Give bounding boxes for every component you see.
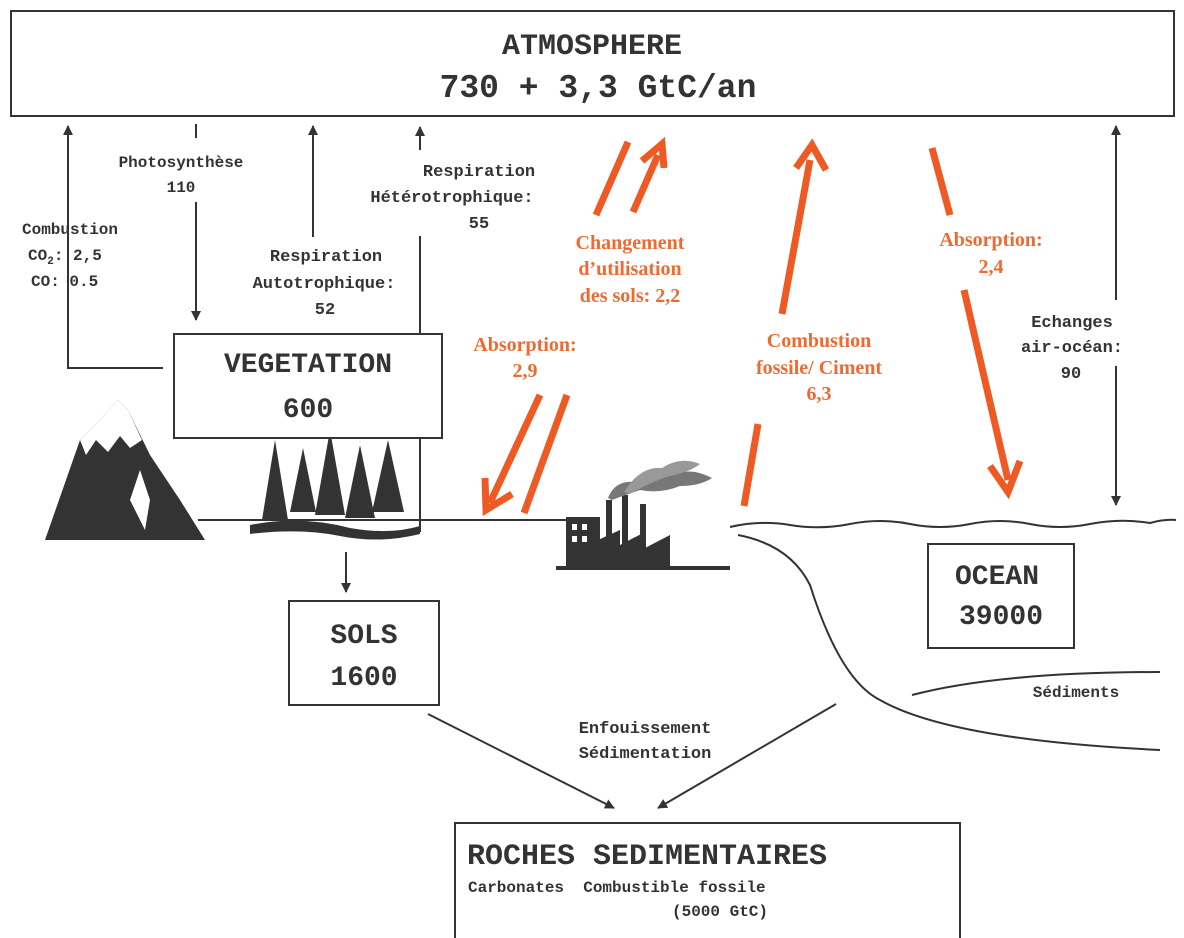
sols-to-roches-arrow (427, 713, 615, 809)
combustion-co2: CO2: 2,5 (28, 247, 102, 268)
changement-line1: Changement (576, 232, 685, 254)
combustion-fossile-value: 6,3 (807, 383, 832, 405)
land-absorption-arrowhead (481, 477, 514, 517)
vegetation-title: VEGETATION (224, 350, 392, 381)
ocean-value: 39000 (959, 602, 1043, 633)
land-use-arrow-down (592, 140, 632, 217)
fossil-arrowhead (793, 138, 830, 172)
ocean-absorption-arrow (960, 289, 1012, 481)
resp-hetero-value: 55 (469, 215, 489, 234)
forest-icon (250, 430, 420, 540)
flux-arrows (481, 136, 1024, 517)
ocean-absorption-arrowhead (987, 459, 1024, 500)
sols-title: SOLS (330, 621, 397, 652)
roches-title: ROCHES SEDIMENTAIRES (467, 840, 827, 874)
changement-line3: des sols: 2,2 (580, 285, 681, 307)
absorption-ocean-value: 2,4 (979, 256, 1004, 278)
absorption-ocean-label: Absorption: (939, 229, 1042, 251)
sols-box: SOLS 1600 (288, 600, 440, 706)
combustion-co: CO: 0.5 (31, 273, 98, 291)
ocean-absorption-upper (928, 147, 954, 216)
sediment-layer (911, 671, 1161, 696)
ocean-shore (737, 534, 1161, 751)
enfouissement-label2: Sédimentation (579, 745, 712, 764)
land-absorption-arrow-2 (520, 393, 571, 515)
enfouissement-label1: Enfouissement (579, 720, 712, 739)
ocean-to-roches-arrow (657, 703, 837, 809)
changement-line2: d’utilisation (578, 258, 681, 280)
vegetation-box: VEGETATION 600 (173, 333, 443, 439)
factory-icon (556, 460, 730, 570)
combustion-label: Combustion (22, 221, 118, 239)
resp-hetero-label1: Respiration (423, 163, 535, 182)
land-use-arrow-up (629, 153, 662, 214)
roches-line1: Carbonates Combustible fossile (468, 879, 766, 897)
roches-line2: (5000 GtC) (672, 903, 768, 921)
ocean-title: OCEAN (955, 562, 1039, 593)
atmosphere-box: ATMOSPHERE 730 + 3,3 GtC/an (10, 10, 1175, 117)
roches-box: ROCHES SEDIMENTAIRES Carbonates Combusti… (454, 822, 961, 938)
photosynthese-value: 110 (167, 179, 196, 197)
resp-auto-label2: Autotrophique: (253, 275, 396, 294)
land-absorption-arrow (486, 393, 544, 505)
absorption-land-value: 2,9 (513, 360, 538, 382)
resp-auto-label1: Respiration (270, 248, 382, 267)
vegetation-value: 600 (283, 395, 333, 426)
mountain-icon (45, 400, 205, 540)
combustion-fossile-line1: Combustion (767, 330, 871, 352)
atmosphere-value: 730 + 3,3 GtC/an (440, 70, 757, 107)
resp-auto-value: 52 (315, 301, 335, 320)
sols-value: 1600 (330, 663, 397, 694)
echanges-label1: Echanges (1031, 314, 1113, 333)
absorption-land-label: Absorption: (473, 334, 576, 356)
ocean-box: OCEAN 39000 (927, 543, 1075, 649)
ocean-surface (729, 518, 1177, 529)
combustion-fossile-line2: fossile/ Ciment (756, 357, 882, 379)
resp-hetero-label2: Hétérotrophique: (370, 189, 533, 208)
echanges-value: 90 (1061, 365, 1081, 384)
land-use-arrowhead (639, 136, 668, 169)
fossil-arrow-lower (740, 423, 762, 507)
combustion-arrow (63, 125, 163, 369)
echanges-label2: air-océan: (1021, 339, 1123, 358)
sediments-label: Sédiments (1033, 684, 1119, 702)
atmosphere-title: ATMOSPHERE (502, 30, 682, 64)
fossil-arrow-upper (778, 159, 814, 315)
photosynthese-label: Photosynthèse (119, 154, 244, 172)
